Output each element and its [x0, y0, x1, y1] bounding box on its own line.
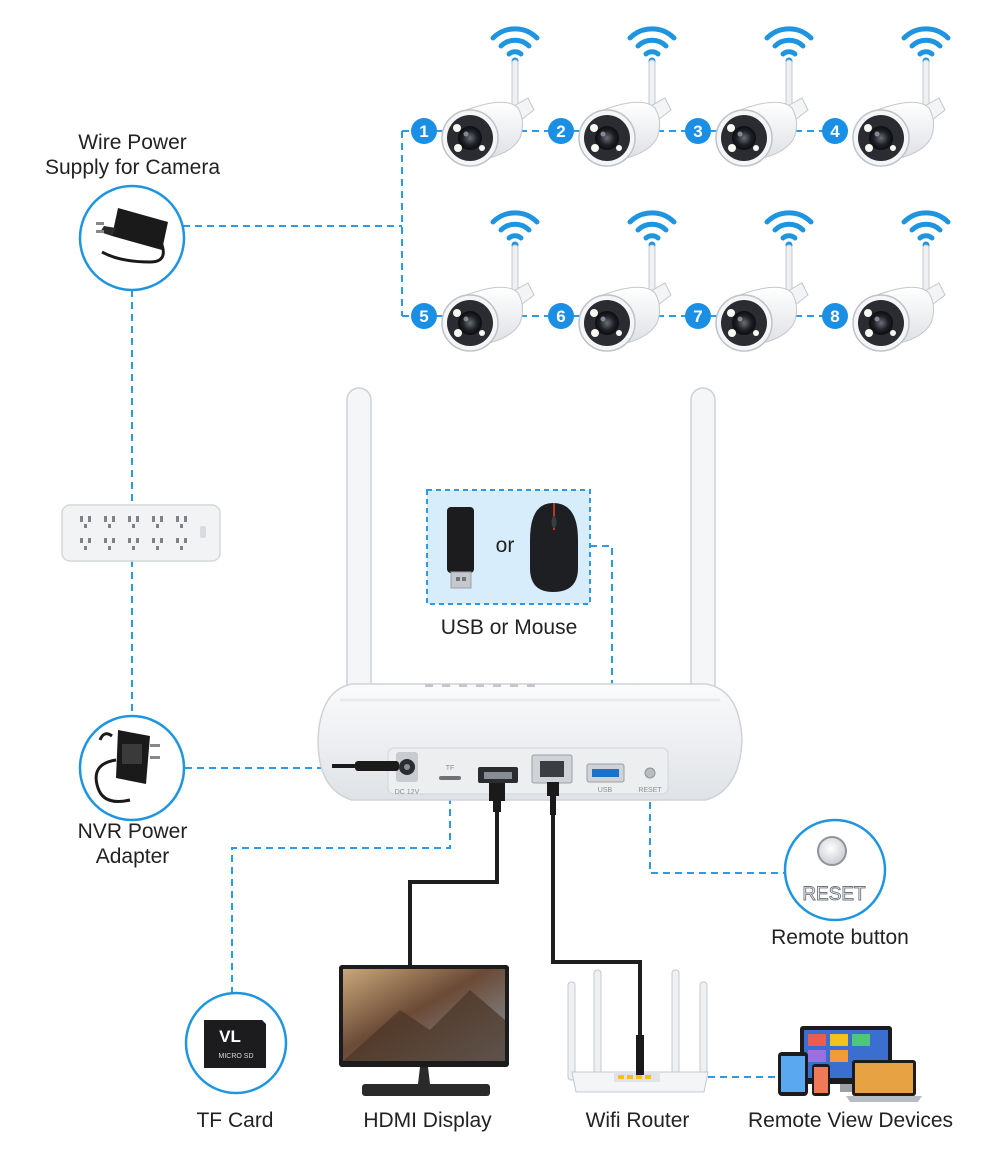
nvr-power-adapter-label-line1: NVR Power — [77, 820, 188, 843]
tf-card-slot: TF — [439, 765, 461, 780]
remote-button-label: Remote button — [771, 926, 909, 949]
nvr-power-adapter-label: NVR Power Adapter — [50, 819, 215, 869]
camera-number-badge: 3 — [693, 122, 702, 141]
usb-port: USB — [586, 763, 625, 794]
nvr-power-adapter-label-line2: Adapter — [95, 845, 170, 868]
camera-6 — [578, 213, 674, 352]
camera-number-badge: 8 — [830, 307, 839, 326]
camera-icon — [715, 59, 809, 167]
camera-icon — [441, 244, 535, 352]
tf-card-icon: VL MICRO SD — [184, 991, 288, 1095]
wifi-icon — [630, 213, 674, 249]
remote-view-devices-label: Remote View Devices — [747, 1109, 954, 1132]
tf-card-brand: VL — [219, 1027, 241, 1046]
camera-5 — [441, 213, 537, 352]
camera-3 — [715, 29, 811, 167]
dc-plug — [332, 761, 399, 771]
camera-icon — [715, 244, 809, 352]
camera-8 — [852, 213, 948, 352]
wifi-icon — [767, 213, 811, 249]
hdmi-monitor-icon — [339, 965, 509, 1096]
nvr-reset-pinhole: RESET — [638, 767, 662, 794]
camera-icon — [852, 59, 946, 167]
mouse-icon — [530, 503, 578, 592]
camera-icon — [852, 244, 946, 352]
camera-number-badges: 1 2 3 4 5 6 7 8 — [411, 118, 848, 329]
wire-power-supply-icon — [78, 184, 186, 292]
wire-power-supply-label-line1: Wire Power — [78, 131, 187, 154]
camera-number-badge: 7 — [693, 307, 702, 326]
camera-number-badge: 5 — [419, 307, 428, 326]
reset-text: RESET — [802, 884, 866, 905]
camera-2 — [578, 29, 674, 167]
remote-reset-button-icon: RESET — [783, 818, 887, 922]
camera-4 — [852, 29, 948, 167]
wifi-icon — [493, 213, 537, 249]
or-text: or — [496, 534, 515, 557]
wifi-router-label: Wifi Router — [585, 1109, 690, 1132]
camera-grid — [441, 29, 948, 352]
camera-number-badge: 1 — [419, 122, 428, 141]
cables — [408, 810, 642, 1035]
wifi-router-icon — [567, 969, 709, 1093]
wire-power-supply-label-line2: Supply for Camera — [44, 156, 221, 179]
tf-card-text: MICRO SD — [219, 1053, 254, 1060]
power-strip-icon — [61, 504, 221, 562]
usb-or-mouse-box: or — [426, 489, 591, 605]
camera-1 — [441, 29, 537, 167]
camera-icon — [578, 59, 672, 167]
camera-7 — [715, 213, 811, 352]
remote-view-devices-icon — [778, 1026, 922, 1102]
wifi-icon — [630, 29, 674, 65]
usb-stick-icon — [447, 507, 474, 589]
camera-number-badge: 4 — [830, 122, 840, 141]
wifi-icon — [767, 29, 811, 65]
wifi-icon — [904, 29, 948, 65]
wire-power-supply-label: Wire Power Supply for Camera — [30, 130, 235, 180]
lan-port — [531, 754, 573, 815]
wifi-icon — [904, 213, 948, 249]
nvr-recorder: DC 12V TF USB — [317, 387, 743, 815]
camera-icon — [578, 244, 672, 352]
usb-port-label: USB — [598, 787, 613, 794]
hdmi-display-label: HDMI Display — [363, 1109, 492, 1132]
camera-number-badge: 6 — [556, 307, 565, 326]
usb-or-mouse-label: USB or Mouse — [440, 616, 578, 639]
camera-number-badge: 2 — [556, 122, 565, 141]
dc-port-label: DC 12V — [395, 789, 420, 796]
tf-card-label: TF Card — [196, 1109, 274, 1132]
dc-power-port: DC 12V — [395, 752, 420, 796]
wifi-icon — [493, 29, 537, 65]
tf-port-label: TF — [446, 765, 455, 772]
nvr-power-adapter-icon — [78, 714, 186, 822]
camera-icon — [441, 59, 535, 167]
hdmi-port — [478, 767, 518, 812]
reset-port-label: RESET — [638, 787, 662, 794]
